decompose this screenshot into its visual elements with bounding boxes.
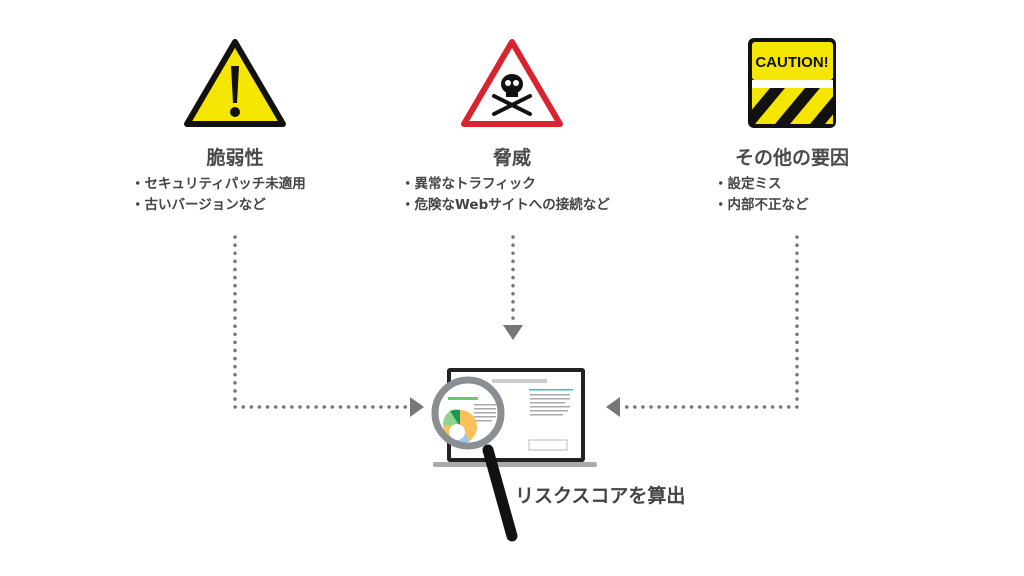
- connector-arrows: [233, 235, 799, 409]
- column-title-other-factors: その他の要因: [734, 147, 849, 169]
- bullet-item: ・セキュリティパッチ未適用: [131, 176, 306, 192]
- column-title-vulnerability: 脆弱性: [206, 147, 264, 169]
- bullet-item: ・設定ミス: [714, 176, 782, 192]
- laptop-magnifier-icon: [431, 368, 597, 542]
- bullet-item: ・内部不正など: [714, 197, 809, 213]
- bullet-item: ・危険なWebサイトへの接続など: [401, 197, 610, 213]
- threat-bullets: ・異常なトラフィック ・危険なWebサイトへの接続など: [401, 174, 610, 216]
- bullet-item: ・古いバージョンなど: [131, 197, 266, 213]
- caution-sign-icon: CAUTION!: [748, 38, 836, 128]
- other-factors-bullets: ・設定ミス ・内部不正など: [714, 174, 809, 216]
- vulnerability-bullets: ・セキュリティパッチ未適用 ・古いバージョンなど: [131, 174, 306, 216]
- svg-text:CAUTION!: CAUTION!: [755, 54, 828, 71]
- column-title-threat: 脅威: [492, 147, 531, 169]
- skull-crossbones-icon: [461, 39, 563, 127]
- result-label: リスクスコアを算出: [515, 485, 686, 507]
- warning-exclamation-icon: [184, 39, 286, 127]
- bullet-item: ・異常なトラフィック: [401, 176, 536, 192]
- arrow-heads: [410, 325, 620, 417]
